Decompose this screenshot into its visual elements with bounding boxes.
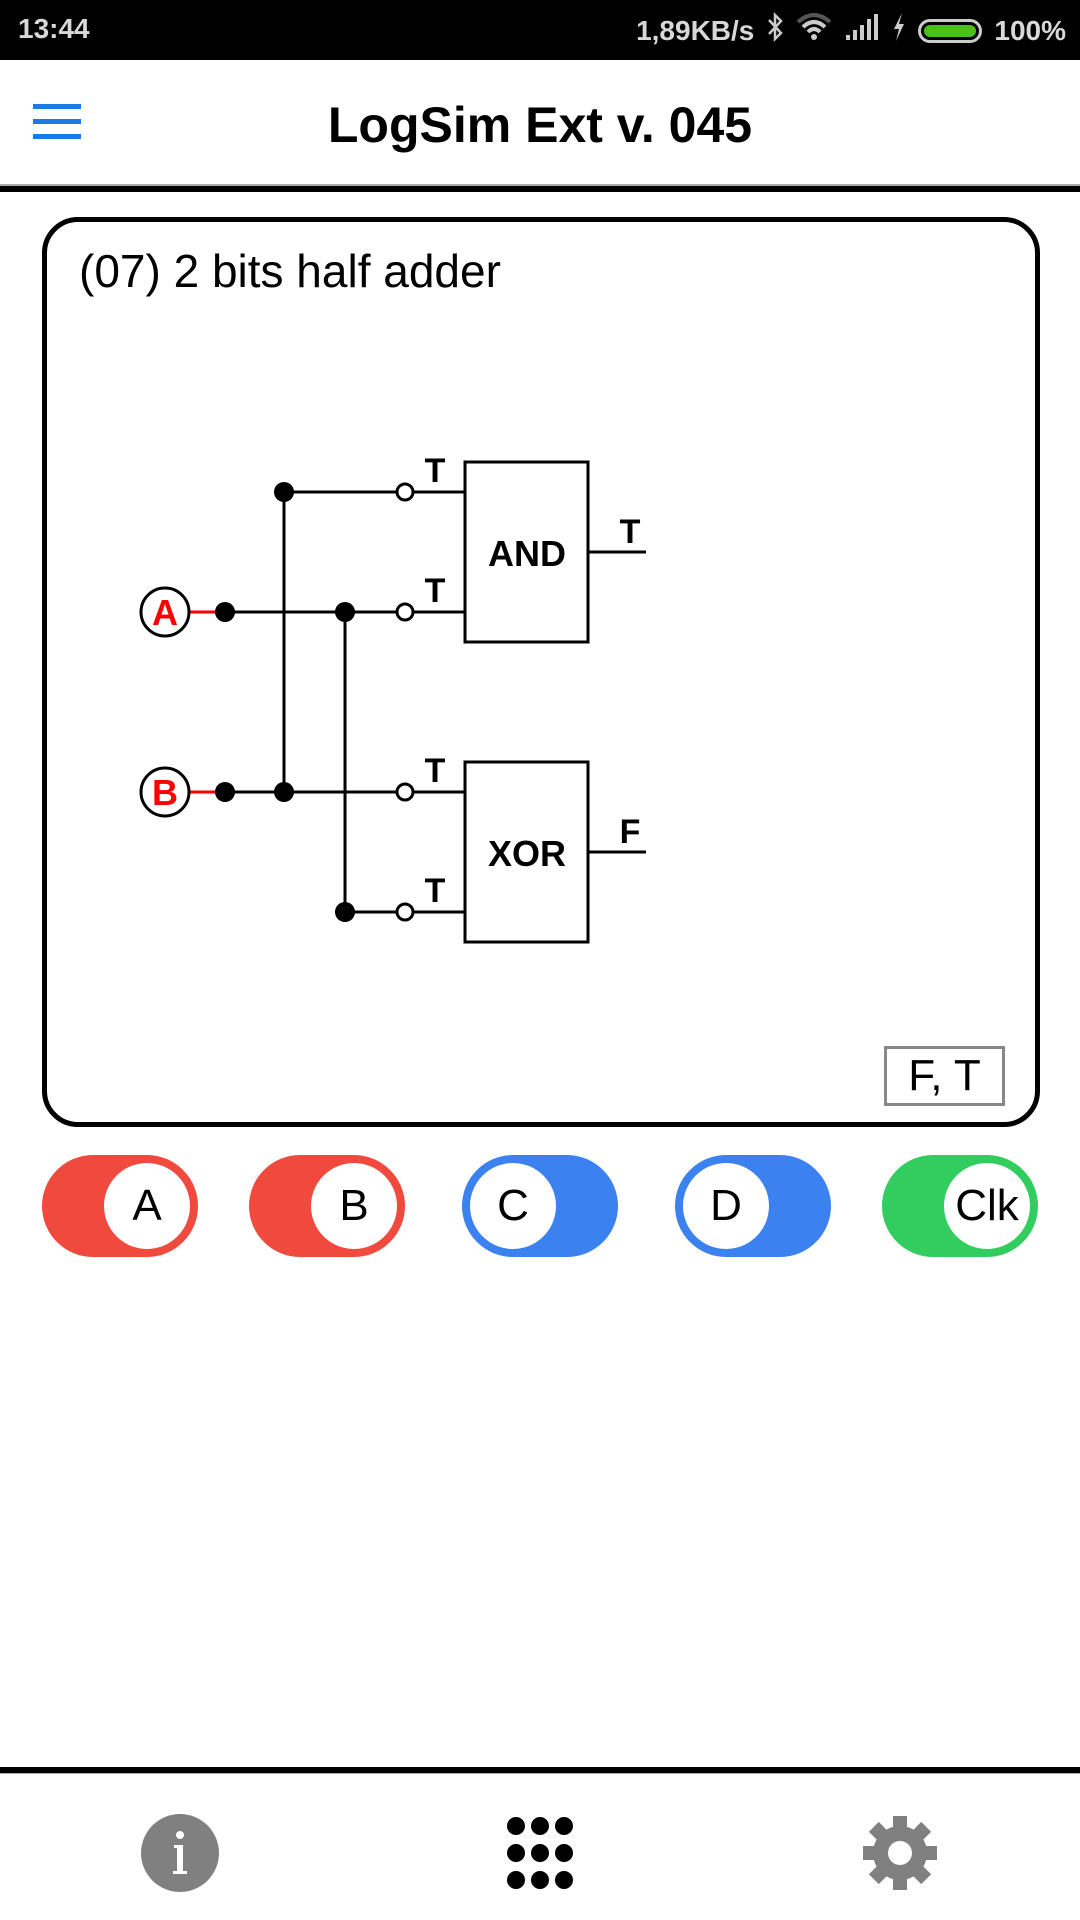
probe-xor-in2 [395, 902, 415, 922]
gear-icon [863, 1816, 937, 1890]
toggle-c-label: C [470, 1163, 556, 1249]
and-in1-value: T [425, 452, 446, 490]
result-display: F, T [884, 1046, 1005, 1106]
junction-and-top [274, 482, 294, 502]
circuit-card: (07) 2 bits half adder [42, 217, 1040, 1127]
info-button[interactable] [140, 1813, 220, 1893]
toggle-a[interactable]: A [42, 1155, 198, 1257]
and-output-value: T [620, 513, 641, 551]
toggle-b[interactable]: B [249, 1155, 405, 1257]
settings-button[interactable] [860, 1813, 940, 1893]
junction-b-split [274, 782, 294, 802]
junction-xor-bottom [335, 902, 355, 922]
info-icon [141, 1814, 219, 1892]
toggle-a-label: A [104, 1163, 190, 1249]
probe-and-in2 [395, 602, 415, 622]
junction-a [215, 602, 235, 622]
app-bar-divider [0, 184, 1080, 192]
circuit-title: (07) 2 bits half adder [79, 245, 501, 297]
input-b-node[interactable] [139, 766, 191, 818]
status-time: 13:44 [18, 13, 90, 44]
toggle-c[interactable]: C [462, 1155, 618, 1257]
xor-output-value: F [620, 813, 641, 851]
input-a-node[interactable] [139, 586, 191, 638]
toggle-b-label: B [311, 1163, 397, 1249]
status-icons: 1,89KB/s 100% [636, 11, 1066, 49]
toggle-d[interactable]: D [675, 1155, 831, 1257]
probe-xor-in1 [395, 782, 415, 802]
battery-icon [918, 18, 983, 43]
app-bar: LogSim Ext v. 045 [0, 60, 1080, 186]
toggle-d-label: D [683, 1163, 769, 1249]
bluetooth-icon [766, 11, 784, 49]
status-bar: 13:44 1,89KB/s 100% [0, 0, 1080, 60]
and-gate-label: AND [488, 533, 566, 574]
app-title: LogSim Ext v. 045 [327, 97, 753, 153]
signal-icon [844, 13, 880, 48]
charging-icon [892, 12, 906, 49]
battery-percent: 100% [994, 14, 1066, 46]
hamburger-menu-icon[interactable] [33, 104, 81, 140]
junction-b [215, 782, 235, 802]
circuits-button[interactable] [500, 1813, 580, 1893]
probe-and-in1 [395, 482, 415, 502]
junction-a-split [335, 602, 355, 622]
toggle-clk-label: Clk [944, 1163, 1030, 1249]
input-b-label: B [152, 772, 178, 813]
xor-in2-value: T [425, 872, 446, 910]
network-speed: 1,89KB/s [636, 14, 755, 46]
input-a-label: A [152, 592, 178, 633]
bottom-nav-divider [0, 1767, 1080, 1774]
toggle-clk[interactable]: Clk [882, 1155, 1038, 1257]
xor-gate-label: XOR [488, 833, 566, 874]
grid-icon [507, 1817, 573, 1889]
and-in2-value: T [425, 572, 446, 610]
xor-in1-value: T [425, 752, 446, 790]
wifi-icon [796, 12, 832, 49]
